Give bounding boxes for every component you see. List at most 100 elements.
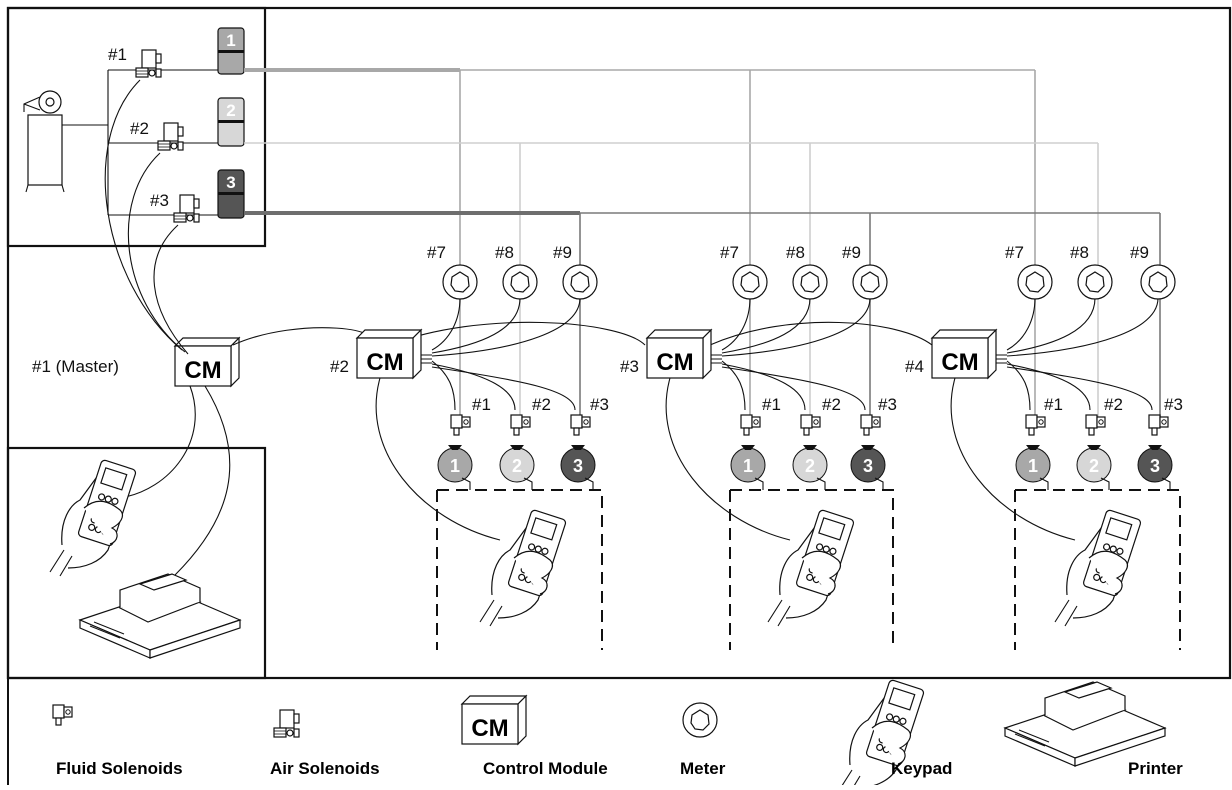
fluid-hose-3 [244,211,1161,420]
air-solenoid-label: #3 [150,191,169,210]
master-keypad-printer-box [6,446,267,680]
legend-control-module: Control Module [483,759,608,778]
valve-number: 3 [1150,456,1160,476]
printer-icon [1004,681,1166,767]
dispense-valve-icon: 2 [1076,445,1112,490]
valve-number: 1 [1028,456,1038,476]
cm-number-label: #3 [620,357,639,376]
fluid-solenoid-label: #1 [1044,395,1063,414]
legend-meter: Meter [680,759,726,778]
meter-label: #7 [427,243,446,262]
pump-icon: 3 [217,169,245,219]
dispense-valve-icon: 3 [560,445,596,490]
fluid-solenoid-icon [1148,414,1169,436]
meter-icon [502,264,538,300]
station-2: CM #2 #7 #8 #9 #1 #2 #3 1 2 3 [330,243,609,650]
valve-number: 1 [450,456,460,476]
meter-label: #9 [553,243,572,262]
fluid-solenoid-label: #1 [762,395,781,414]
fluid-solenoid-icon [800,414,821,436]
cm-text: CM [471,715,508,742]
fluid-solenoid-label: #1 [472,395,491,414]
valve-number: 3 [573,456,583,476]
meter-icon [562,264,598,300]
valve-number: 3 [863,456,873,476]
dispense-valve-icon: 2 [499,445,535,490]
air-solenoid-icon [157,122,184,151]
dispense-valve-icon: 1 [730,445,766,490]
air-solenoid-label: #2 [130,119,149,138]
pump-number: 1 [226,31,235,50]
valve-number: 1 [743,456,753,476]
meter-label: #7 [1005,243,1024,262]
station-3: CM #3 #7 #8 #9 #1 #2 #3 1 2 3 [620,243,897,650]
fluid-solenoid-icon [510,414,531,436]
meter-label: #8 [786,243,805,262]
meter-label: #9 [1130,243,1149,262]
fluid-solenoid-icon [860,414,881,436]
meter-icon [442,264,478,300]
meter-icon [1017,264,1053,300]
fluid-solenoid-label: #2 [1104,395,1123,414]
valve-number: 2 [512,456,522,476]
dispense-valve-icon: 3 [1137,445,1173,490]
dispense-valve-icon: 1 [437,445,473,490]
fluid-solenoid-label: #3 [878,395,897,414]
meter-label: #8 [1070,243,1089,262]
legend-air-solenoids: Air Solenoids [270,759,380,778]
diagram-frame [6,6,1232,680]
fluid-solenoid-icon [52,704,73,726]
pump-icon: 2 [217,97,245,147]
air-solenoid-label: #1 [108,45,127,64]
air-solenoid-icon [273,709,300,738]
meter-label: #9 [842,243,861,262]
air-solenoid-icon [173,194,200,223]
legend-printer: Printer [1128,759,1183,778]
fluid-solenoid-icon [740,414,761,436]
fluid-solenoid-icon [450,414,471,436]
valve-number: 2 [1089,456,1099,476]
pump-icon: 1 [217,27,245,75]
cm-text: CM [366,349,403,376]
dispense-valve-icon: 1 [1015,445,1051,490]
meter-icon [852,264,888,300]
dispense-valve-icon: 2 [792,445,828,490]
printer-icon [79,573,241,659]
fluid-solenoid-label: #2 [822,395,841,414]
fluid-solenoid-icon [1025,414,1046,436]
pump-number: 2 [226,101,235,120]
fluid-solenoid-label: #3 [590,395,609,414]
keypad-icon [49,458,138,577]
air-compressor-icon [23,90,65,193]
meter-label: #8 [495,243,514,262]
air-solenoid-icon [135,49,162,78]
cm-number-label: #2 [330,357,349,376]
master-label: #1 (Master) [32,357,119,376]
pump-number: 3 [226,173,235,192]
keypad-icon [1054,508,1143,627]
meter-icon [732,264,768,300]
station-4: CM #4 #7 #8 #9 #1 #2 #3 1 2 3 [905,243,1183,650]
dispense-valve-icon: 3 [850,445,886,490]
cm-text: CM [941,349,978,376]
legend-fluid-solenoids: Fluid Solenoids [56,759,183,778]
meter-label: #7 [720,243,739,262]
valve-number: 2 [805,456,815,476]
meter-icon [1140,264,1176,300]
legend: Fluid Solenoids Air Solenoids CM Control… [52,678,1183,790]
cm-number-label: #4 [905,357,924,376]
cm-text: CM [656,349,693,376]
fluid-solenoid-label: #2 [532,395,551,414]
legend-keypad: Keypad [891,759,952,778]
keypad-icon [479,508,568,627]
cm-text: CM [184,357,221,384]
meter-icon [1077,264,1113,300]
fluid-solenoid-icon [570,414,591,436]
fluid-solenoid-icon [1085,414,1106,436]
meter-icon [682,702,718,738]
fluid-solenoid-label: #3 [1164,395,1183,414]
fluid-hose-1 [244,68,1036,420]
keypad-icon [767,508,856,627]
